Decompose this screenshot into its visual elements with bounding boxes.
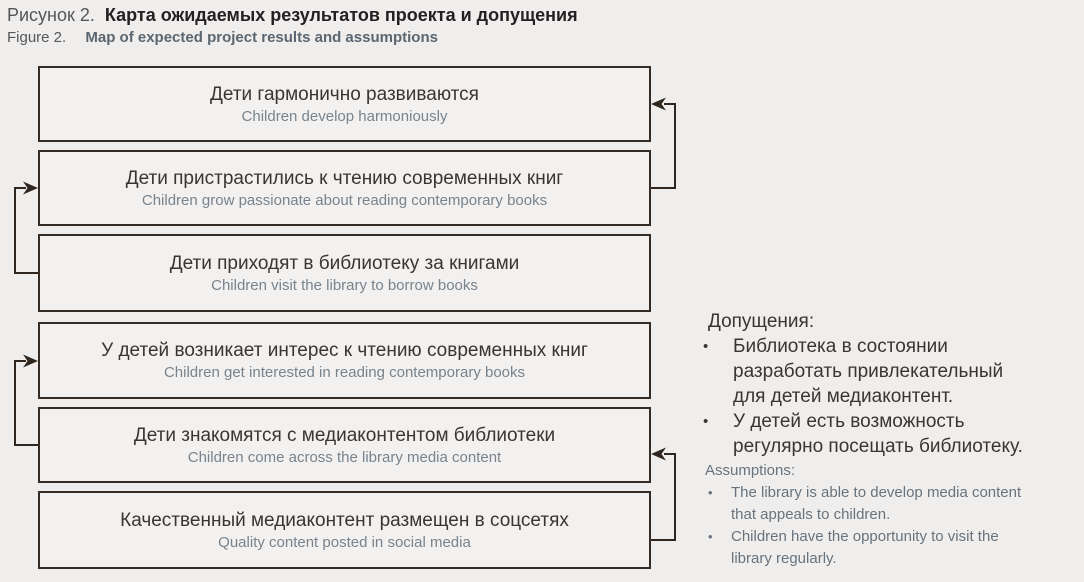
result-box-content-posted: Качественный медиаконтент размещен в соц… <box>38 491 651 569</box>
bullet-icon: • <box>703 413 709 430</box>
assumption-text-ru: У детей есть возможность регулярно посещ… <box>733 411 1023 457</box>
result-box-en-text: Children visit the library to borrow boo… <box>211 276 478 294</box>
connector-box5-to-box4 <box>14 354 38 446</box>
figure-title-ru: Рисунок 2. Карта ожидаемых результатов п… <box>7 4 578 26</box>
figure-label-en: Figure 2. <box>7 29 67 46</box>
result-box-ru-text: Качественный медиаконтент размещен в соц… <box>120 509 569 531</box>
arrowhead-left-icon <box>651 97 666 111</box>
result-box-interest-reading: У детей возникает интерес к чтению совре… <box>38 322 651 399</box>
figure-title-en: Figure 2. Map of expected project result… <box>7 28 578 47</box>
figure-title-text-en: Map of expected project results and assu… <box>85 29 438 46</box>
assumptions-heading-en: Assumptions: <box>705 462 796 479</box>
assumption-text-en: The library is able to develop media con… <box>731 484 1022 523</box>
result-box-en-text: Children come across the library media c… <box>187 448 502 466</box>
result-box-ru-text: Дети гармонично развиваются <box>210 83 479 105</box>
assumption-item-ru: • У детей есть возможность регулярно пос… <box>700 409 1082 459</box>
result-box-en-text: Children get interested in reading conte… <box>163 364 526 381</box>
result-box-ru-text: Дети знакомятся с медиаконтентом библиот… <box>133 424 556 446</box>
result-box-passionate-reading: Дети пристрастились к чтению современных… <box>38 150 651 226</box>
figure-label-ru: Рисунок 2. <box>7 5 95 25</box>
result-box-children-develop: Дети гармонично развиваются Children dev… <box>38 66 651 142</box>
figure-title-text-ru: Карта ожидаемых результатов проекта и до… <box>104 5 578 25</box>
assumptions-panel: Допущения: • Библиотека в состоянии разр… <box>700 309 1082 570</box>
bullet-icon: • <box>708 485 713 500</box>
result-box-en-text: Children develop harmoniously <box>241 107 448 125</box>
arrowhead-right-icon <box>23 354 38 368</box>
figure-title: Рисунок 2. Карта ожидаемых результатов п… <box>7 4 578 47</box>
assumption-item-ru: • Библиотека в состоянии разработать при… <box>700 334 1082 409</box>
result-box-ru-text: У детей возникает интерес к чтению совре… <box>101 340 588 361</box>
result-box-en-text: Quality content posted in social media <box>218 533 471 551</box>
result-box-media-content: Дети знакомятся с медиаконтентом библиот… <box>38 407 651 483</box>
result-box-ru-text: Дети пристрастились к чтению современных… <box>125 167 564 189</box>
assumption-item-en: • The library is able to develop media c… <box>700 482 1082 526</box>
assumption-text-ru: Библиотека в состоянии разработать привл… <box>733 336 1004 407</box>
connector-box2-to-box1 <box>651 97 676 189</box>
assumptions-heading-ru: Допущения: <box>708 311 815 332</box>
arrowhead-right-icon <box>23 181 38 195</box>
result-box-en-text: Children grow passionate about reading c… <box>141 191 548 209</box>
result-box-ru-text: Дети приходят в библиотеку за книгами <box>169 252 520 274</box>
connector-box3-to-box2 <box>14 181 38 274</box>
assumption-item-en: • Children have the opportunity to visit… <box>700 526 1082 570</box>
result-box-visit-library: Дети приходят в библиотеку за книгами Ch… <box>38 234 651 312</box>
connector-box6-to-box5 <box>651 447 676 541</box>
arrowhead-left-icon <box>651 447 666 461</box>
bullet-icon: • <box>708 529 713 544</box>
assumption-text-en: Children have the opportunity to visit t… <box>731 528 999 567</box>
bullet-icon: • <box>703 338 709 355</box>
